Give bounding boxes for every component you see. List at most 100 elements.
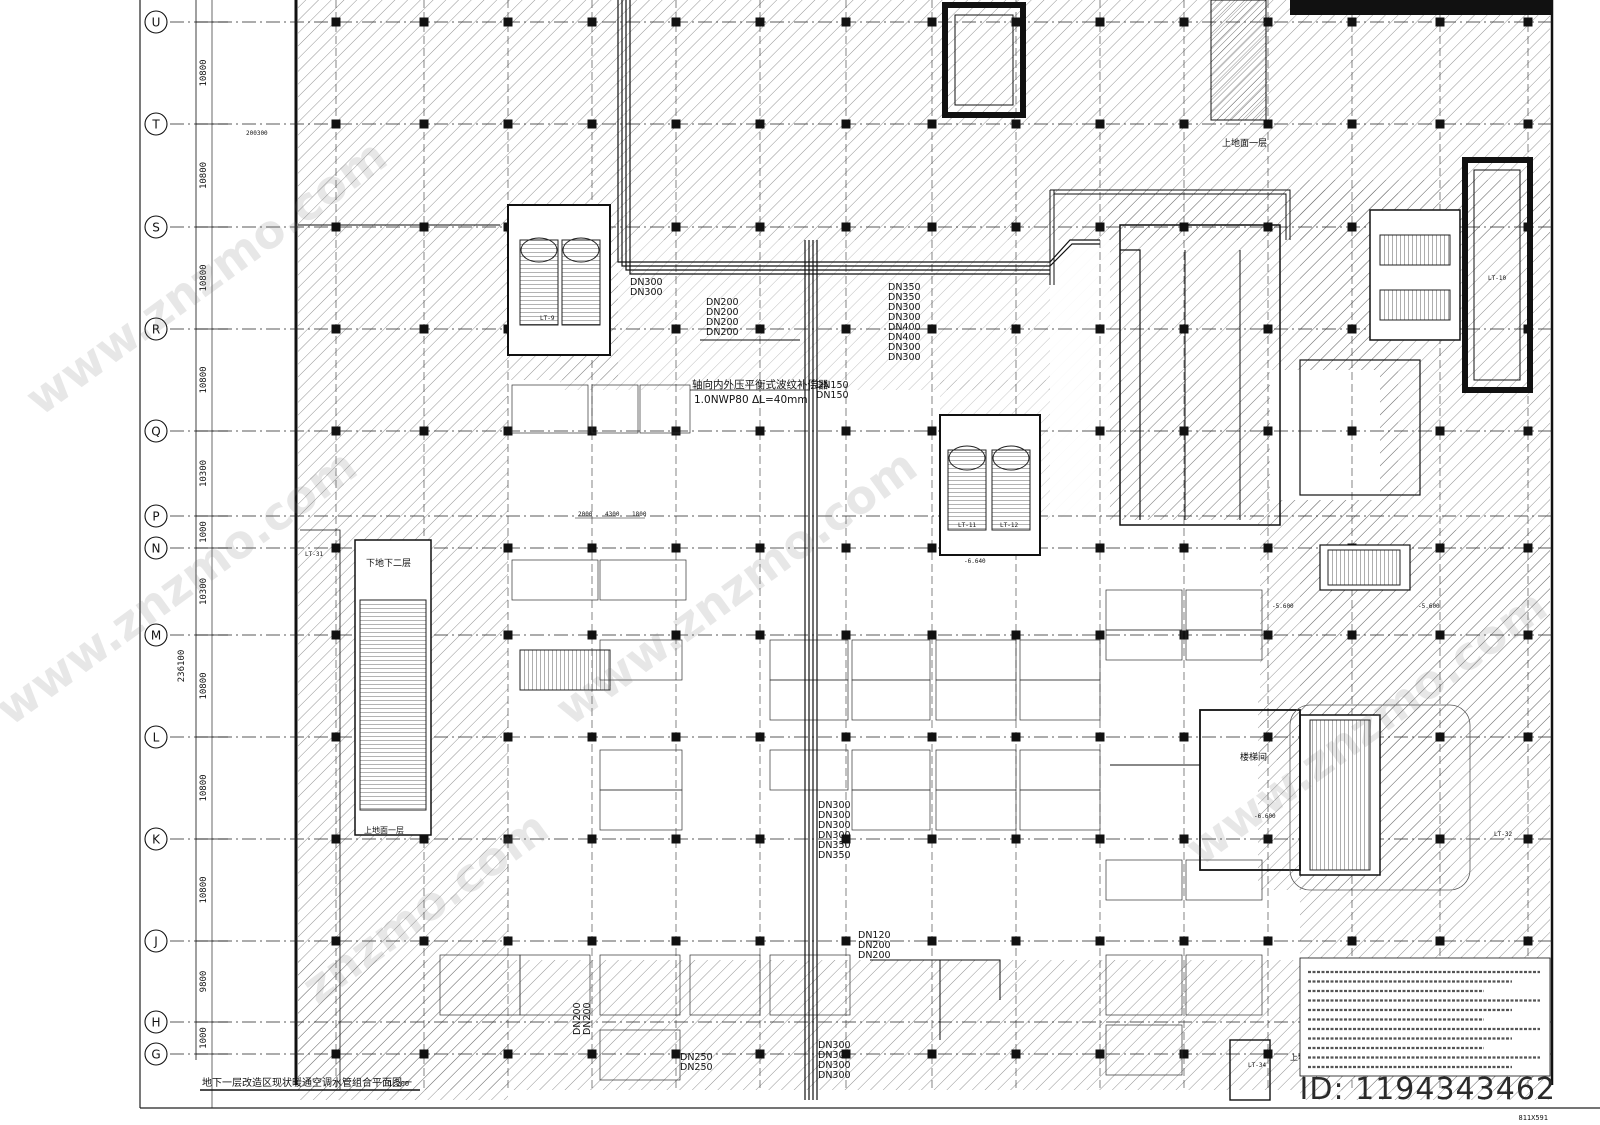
axis-bubble-T bbox=[144, 112, 168, 136]
pipe-label-col4-1: DN150 bbox=[816, 390, 849, 401]
annotation-main: 轴向内外压平衡式波纹补偿器 bbox=[692, 378, 829, 391]
axis-bubble-M bbox=[144, 623, 168, 647]
axis-label-Q: Q bbox=[151, 425, 160, 439]
pipe-size-labels: DN300DN300DN200DN200DN200DN200DN350DN350… bbox=[572, 277, 921, 1081]
axis-bubble-S bbox=[144, 215, 168, 239]
axis-bubble-J bbox=[144, 929, 168, 953]
pipe-label-col2-2: DN200 bbox=[706, 317, 739, 328]
axis-label-U: U bbox=[152, 16, 161, 30]
pipe-label-col7-0: DN200 bbox=[572, 1002, 583, 1035]
pipe-label-col5-3: DN300 bbox=[818, 830, 851, 841]
axis-label-T: T bbox=[151, 118, 160, 132]
axis-bubble-L bbox=[144, 725, 168, 749]
pipe-label-col9-2: DN300 bbox=[818, 1060, 851, 1071]
label-lt32: LT-32 bbox=[1494, 831, 1512, 838]
heavy-walls bbox=[942, 0, 1552, 1101]
pipe-label-col3-7: DN300 bbox=[888, 352, 921, 363]
pipe-label-col3-3: DN300 bbox=[888, 312, 921, 323]
pipe-label-col6-1: DN200 bbox=[858, 940, 891, 951]
pipe-label-col3-2: DN300 bbox=[888, 302, 921, 313]
axis-spacing-1: 10800 bbox=[199, 162, 209, 189]
dim-small-3: 1800 bbox=[632, 511, 647, 518]
axis-bubble-G bbox=[144, 1042, 168, 1066]
pipe-label-col3-6: DN300 bbox=[888, 342, 921, 353]
axis-label-N: N bbox=[152, 542, 161, 556]
axis-label-G: G bbox=[151, 1048, 160, 1062]
small-dimensions: 2000 4300 1800 bbox=[575, 511, 647, 519]
pipe-label-col6-0: DN120 bbox=[858, 930, 891, 941]
pipe-label-col1-0: DN300 bbox=[630, 277, 663, 288]
axis-spacing-4: 10300 bbox=[199, 460, 209, 487]
axis-spacing-9: 10800 bbox=[199, 876, 209, 903]
axis-spacing-6: 10300 bbox=[199, 578, 209, 605]
stair-cores bbox=[354, 204, 1461, 876]
pipe-label-col3-0: DN350 bbox=[888, 282, 921, 293]
label-down-b2: 下地下二层 bbox=[366, 557, 411, 569]
dim-small-2: 4300 bbox=[605, 511, 620, 518]
level-mark-2: -5.600 bbox=[1418, 603, 1440, 610]
axis-bubble-R bbox=[144, 317, 168, 341]
pipe-label-col5-2: DN300 bbox=[818, 820, 851, 831]
axis-spacing-8: 10800 bbox=[199, 774, 209, 801]
level-mark-1: -5.600 bbox=[1272, 603, 1294, 610]
level-mark-3: -6.640 bbox=[964, 558, 986, 565]
pipe-label-col1-1: DN300 bbox=[630, 287, 663, 298]
pipe-label-col9-0: DN300 bbox=[818, 1040, 851, 1051]
label-stair-hall: 楼梯间 bbox=[1240, 751, 1267, 763]
pipe-label-col2-1: DN200 bbox=[706, 307, 739, 318]
room-labels: 下地下二层 上地面一层 楼梯间 上地面一层 上地面一层 LT-11 LT-12 … bbox=[305, 137, 1512, 1069]
axis-spacing-2: 10800 bbox=[199, 264, 209, 291]
axis-bubble-H bbox=[144, 1010, 168, 1034]
axis-bubble-K bbox=[144, 827, 168, 851]
pipe-label-col8-1: DN250 bbox=[680, 1062, 713, 1073]
label-lt10: LT-10 bbox=[1488, 275, 1506, 282]
axis-label-K: K bbox=[152, 833, 161, 847]
label-lt31: LT-31 bbox=[305, 551, 323, 558]
pipe-label-col2-0: DN200 bbox=[706, 297, 739, 308]
pipe-runs bbox=[298, 0, 1291, 1100]
pipe-label-col3-1: DN350 bbox=[888, 292, 921, 303]
axis-spacing-5: 1000 bbox=[199, 521, 209, 543]
pipe-label-col5-0: DN300 bbox=[818, 800, 851, 811]
drawing-title: 地下一层改造区现状暖通空调水管组合平面图一 bbox=[202, 1076, 412, 1089]
pipe-label-col3-4: DN400 bbox=[888, 322, 921, 333]
expansion-joint-annotation: 轴向内外压平衡式波纹补偿器 1.0NWP80 ΔL=40mm bbox=[690, 378, 829, 406]
axis-grid bbox=[170, 21, 1552, 1055]
notes-block bbox=[1299, 957, 1551, 1077]
pipe-label-col5-5: DN350 bbox=[818, 850, 851, 861]
label-lt34: LT-34 bbox=[1248, 1062, 1266, 1069]
pipe-label-col2-3: DN200 bbox=[706, 327, 739, 338]
axis-label-M: M bbox=[151, 629, 161, 643]
pipe-label-col9-1: DN300 bbox=[818, 1050, 851, 1061]
axis-bubble-Q bbox=[144, 419, 168, 443]
axis-spacing-3: 10800 bbox=[199, 366, 209, 393]
axis-label-S: S bbox=[152, 221, 160, 235]
pipe-label-col6-2: DN200 bbox=[858, 950, 891, 961]
label-lt11: LT-11 bbox=[958, 522, 976, 529]
drawing-title-block: 地下一层改造区现状暖通空调水管组合平面图一 1:200 811X591 2003… bbox=[200, 130, 1548, 1122]
total-dimension: 236100 bbox=[177, 650, 187, 683]
label-lt9: LT-9 bbox=[540, 315, 555, 322]
image-id-badge: ID: 1194343462 bbox=[1299, 1072, 1556, 1107]
axis-label-L: L bbox=[153, 731, 160, 745]
axis-dimensions: 10800 10800 10800 10800 10300 1000 10300 10800 1… bbox=[177, 0, 228, 1060]
drawing-scale: 1:200 bbox=[388, 1080, 409, 1088]
annotation-sub: 1.0NWP80 ΔL=40mm bbox=[694, 394, 808, 406]
pipe-label-col9-3: DN300 bbox=[818, 1070, 851, 1081]
axis-label-H: H bbox=[151, 1016, 160, 1030]
drawing-frame bbox=[139, 0, 1600, 1109]
pipe-label-col4-0: DN150 bbox=[816, 380, 849, 391]
axis-label-R: R bbox=[152, 323, 160, 337]
axis-spacing-11: 1000 bbox=[199, 1027, 209, 1049]
axis-bubble-U bbox=[144, 10, 168, 34]
dim-small-1: 2000 bbox=[578, 511, 593, 518]
axis-label-J: J bbox=[153, 935, 158, 949]
pipe-label-col8-0: DN250 bbox=[680, 1052, 713, 1063]
axis-bubble-N bbox=[144, 536, 168, 560]
pipe-label-col5-4: DN350 bbox=[818, 840, 851, 851]
label-up-f1: 上地面一层 bbox=[364, 825, 404, 835]
pipe-label-col3-5: DN400 bbox=[888, 332, 921, 343]
pipe-label-col7-1: DN200 bbox=[582, 1002, 593, 1035]
axis-spacing-7: 10800 bbox=[199, 672, 209, 699]
